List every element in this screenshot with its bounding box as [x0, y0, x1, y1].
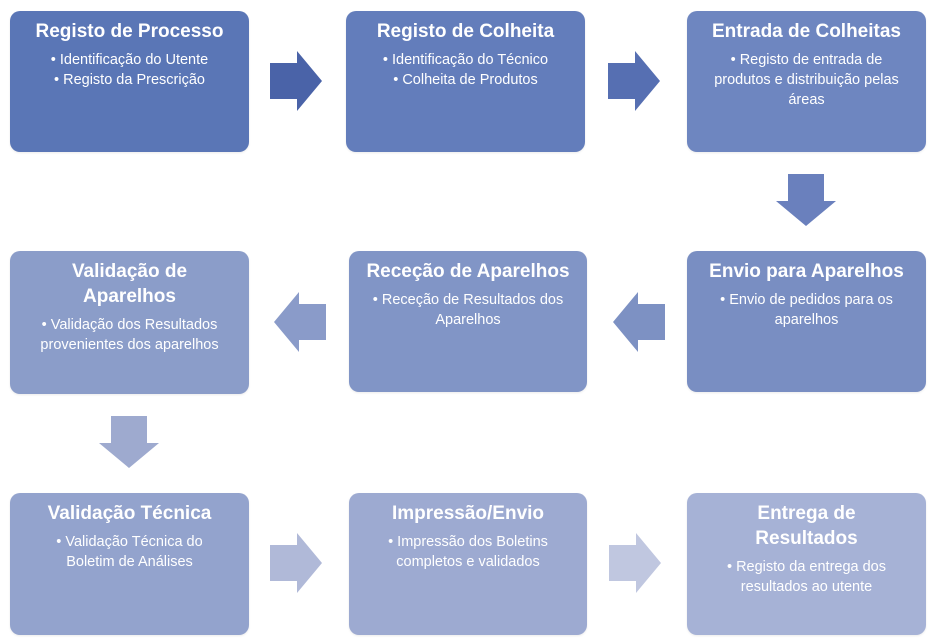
step-registo-colheita: Registo de Colheita •Identificação do Té… [346, 11, 585, 152]
arrow-shape [613, 292, 665, 352]
arrow-down-icon [99, 416, 159, 468]
step-title: Registo de Colheita [376, 21, 555, 42]
arrow-shape [99, 416, 159, 468]
step-title: Validação de Aparelhos [71, 261, 188, 307]
step-entrega-resultados: Entrega de Resultados •Registo da entreg… [687, 493, 926, 635]
arrow-left-icon [613, 292, 665, 352]
arrow-shape [608, 51, 660, 111]
step-title: Entrega de Resultados [755, 503, 858, 549]
step-item: •Registo da entrega dos resultados ao ut… [726, 559, 886, 595]
step-title: Registo de Processo [35, 21, 224, 42]
step-item: •Envio de pedidos para os aparelhos [720, 292, 893, 328]
step-title: Impressão/Envio [391, 503, 545, 524]
arrow-right-icon [270, 533, 322, 593]
arrow-right-icon [609, 533, 661, 593]
step-envio-aparelhos: Envio para Aparelhos •Envio de pedidos p… [687, 251, 926, 392]
step-title: Validação Técnica [47, 503, 212, 524]
step-validacao-tecnica: Validação Técnica •Validação Técnica do … [10, 493, 249, 635]
step-item: •Identificação do Utente [50, 52, 209, 68]
arrow-shape [274, 292, 326, 352]
step-title: Receção de Aparelhos [366, 261, 570, 282]
step-item: •Registo de entrada de produtos e distri… [714, 52, 899, 108]
step-title: Entrada de Colheitas [712, 21, 901, 42]
step-item: •Validação Técnica do Boletim de Análise… [56, 534, 203, 570]
step-item: •Identificação do Técnico [382, 52, 549, 68]
arrow-shape [270, 533, 322, 593]
step-rececao-aparelhos: Receção de Aparelhos •Receção de Resulta… [349, 251, 587, 392]
step-entrada-colheitas: Entrada de Colheitas •Registo de entrada… [687, 11, 926, 152]
step-item: •Validação dos Resultados provenientes d… [40, 317, 219, 353]
step-registo-processo: Registo de Processo •Identificação do Ut… [10, 11, 249, 152]
arrow-left-icon [274, 292, 326, 352]
step-validacao-aparelhos: Validação de Aparelhos •Validação dos Re… [10, 251, 249, 394]
arrow-shape [776, 174, 836, 226]
step-item: •Impressão dos Boletins completos e vali… [388, 534, 548, 570]
step-item: •Receção de Resultados dos Aparelhos [372, 292, 564, 328]
step-title: Envio para Aparelhos [709, 261, 904, 282]
step-impressao-envio: Impressão/Envio •Impressão dos Boletins … [349, 493, 587, 635]
arrow-right-icon [608, 51, 660, 111]
arrow-shape [609, 533, 661, 593]
arrow-shape [270, 51, 322, 111]
arrow-right-icon [270, 51, 322, 111]
step-item: •Colheita de Produtos [393, 72, 538, 88]
step-item: •Registo da Prescrição [54, 72, 205, 88]
arrow-down-icon [776, 174, 836, 226]
